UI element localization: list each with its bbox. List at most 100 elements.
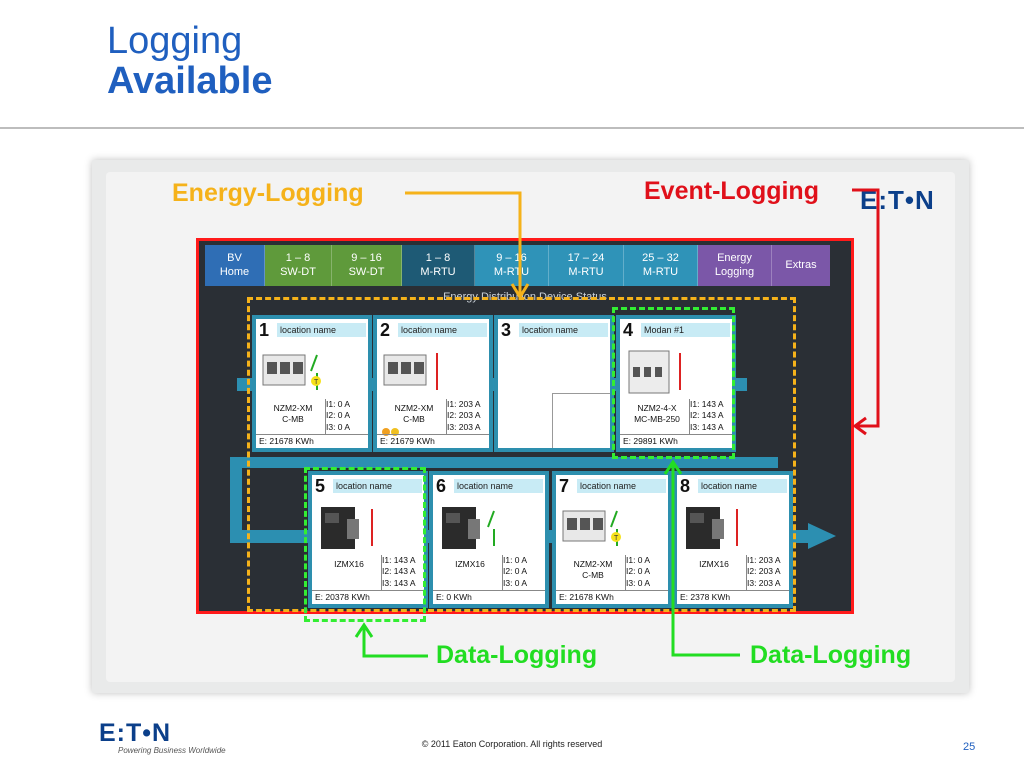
device-location: location name xyxy=(454,479,543,493)
device-model-line-1: NZM2-XM xyxy=(573,559,613,569)
divider xyxy=(620,434,732,435)
current-i3: I3: 0 A xyxy=(626,577,651,588)
device-number: 6 xyxy=(436,476,447,496)
current-i1: I1: 143 A xyxy=(690,399,724,409)
device-model-line-1: IZMX16 xyxy=(334,559,364,569)
slide-title: Logging Available xyxy=(107,20,273,102)
current-i2: I2: 143 A xyxy=(690,410,724,421)
device-card-body: 3 location name xyxy=(498,319,610,448)
nav-label-1: 17 – 24 xyxy=(567,251,605,264)
device-number: 2 xyxy=(380,320,391,340)
data-logging-highlight-device-5 xyxy=(304,467,426,622)
device-number: 3 xyxy=(501,320,512,340)
divider xyxy=(556,590,668,591)
current-i1: I1: 0 A xyxy=(626,555,651,565)
device-location: Modan #1 xyxy=(641,323,730,337)
device-location: location name xyxy=(519,323,608,337)
device-number: 8 xyxy=(680,476,691,496)
nav-label-1: 25 – 32 xyxy=(642,251,679,264)
current-i2: I2: 0 A xyxy=(326,410,351,421)
title-line-1: Logging xyxy=(107,20,243,62)
current-i1: I1: 0 A xyxy=(503,555,528,565)
nav-extras[interactable]: Extras xyxy=(772,245,830,286)
current-i1: I1: 143 A xyxy=(382,555,416,565)
current-i2: I2: 203 A xyxy=(447,410,481,421)
current-i3: I3: 0 A xyxy=(503,577,528,588)
device-number: 4 xyxy=(623,320,634,340)
device-model-line-1: IZMX16 xyxy=(699,559,729,569)
current-i1: I1: 203 A xyxy=(747,555,781,565)
footer-tagline: Powering Business Worldwide xyxy=(118,746,226,755)
data-logging-label-left: Data-Logging xyxy=(436,641,598,669)
divider xyxy=(625,555,626,591)
current-i2: I2: 203 A xyxy=(747,566,781,577)
breaker-izmx-icon xyxy=(321,507,373,549)
current-i3: I3: 143 A xyxy=(690,421,724,432)
device-location: location name xyxy=(277,323,366,337)
current-i3: I3: 203 A xyxy=(747,577,781,588)
divider xyxy=(677,590,789,591)
breaker-izmx-icon xyxy=(686,507,738,549)
nav-label-2: M-RTU xyxy=(420,265,456,278)
device-card-3[interactable]: 3 location name xyxy=(494,315,614,452)
nav-label-1: 1 – 8 xyxy=(425,251,451,264)
title-line-2: Available xyxy=(107,59,273,102)
current-i1: I1: 203 A xyxy=(447,399,481,409)
divider xyxy=(433,590,545,591)
nav-label-2: Home xyxy=(219,265,250,278)
svg-text:T: T xyxy=(614,535,619,542)
nav-label-1: 1 – 8 xyxy=(285,251,311,264)
device-energy: E: 21678 KWh xyxy=(259,436,314,446)
divider xyxy=(381,555,382,591)
event-callout-arrow-icon xyxy=(852,188,880,436)
page-number: 25 xyxy=(963,741,976,753)
device-number: 1 xyxy=(259,320,270,340)
device-model-line-1: NZM2-4-X xyxy=(637,403,677,413)
energy-logging-label: Energy-Logging xyxy=(172,179,364,207)
breaker-izmx-icon xyxy=(442,507,495,549)
device-model-line-2: C-MB xyxy=(282,413,304,424)
footer-eaton-logo: E:T•N xyxy=(99,719,172,747)
device-location: location name xyxy=(398,323,487,337)
divider xyxy=(446,399,447,435)
current-i2: I2: 143 A xyxy=(382,566,416,577)
device-location: location name xyxy=(698,479,787,493)
device-model: IZMX16 xyxy=(316,559,382,570)
nav-label-2: SW-DT xyxy=(280,265,316,278)
nav-label-1: BV xyxy=(227,251,242,264)
device-location: location name xyxy=(333,479,422,493)
divider xyxy=(256,434,368,435)
current-i2: I2: 0 A xyxy=(626,566,651,577)
data-callout-arrow-right-icon xyxy=(663,459,740,657)
nav-label-2: M-RTU xyxy=(642,265,679,278)
device-energy: E: 29891 KWh xyxy=(623,436,678,446)
svg-text:T: T xyxy=(314,379,319,386)
device-energy: E: 0 KWh xyxy=(436,592,472,602)
